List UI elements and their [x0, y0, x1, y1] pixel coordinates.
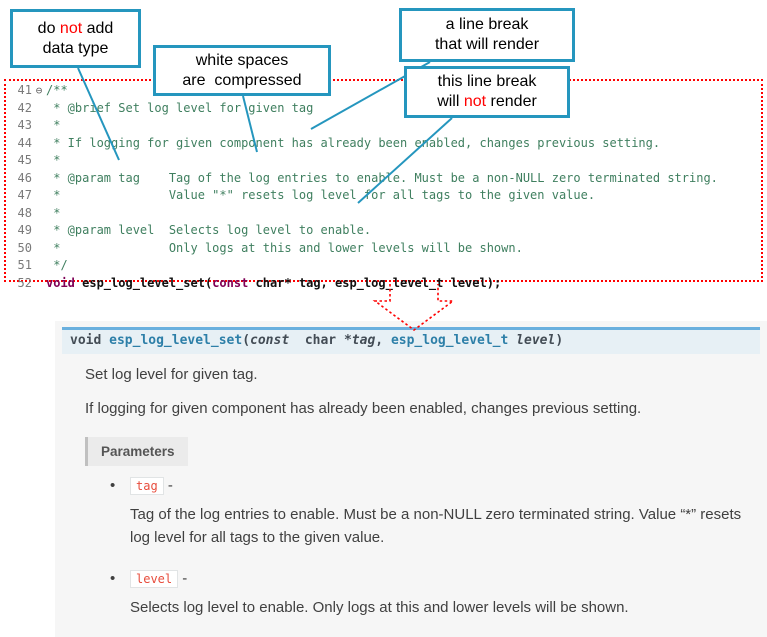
code-lines: 41⊖/**42 * @brief Set log level for give… [6, 82, 761, 292]
code-editor[interactable]: 41⊖/**42 * @brief Set log level for give… [4, 79, 763, 290]
param-list: • tag - Tag of the log entries to enable. … [108, 477, 763, 637]
bullet-icon: • [110, 477, 116, 494]
fold-spacer [32, 241, 46, 258]
fold-spacer [32, 101, 46, 118]
param-item: • level - Selects log level to enable. Onl… [108, 570, 763, 619]
fold-spacer [32, 118, 46, 135]
code-line: 45 * [6, 152, 761, 170]
line-number: 45 [17, 153, 32, 167]
fold-icon[interactable]: ⊖ [35, 84, 43, 97]
code-line: 48 * [6, 205, 761, 223]
function-signature: void esp_log_level_set(const char *tag, … [62, 327, 760, 354]
param-description: Tag of the log entries to enable. Must b… [130, 506, 742, 546]
rendered-docs: void esp_log_level_set(const char *tag, … [55, 321, 767, 637]
line-number: 42 [17, 100, 32, 115]
fold-spacer [32, 258, 46, 275]
code-line: 46 * @param tag Tag of the log entries t… [6, 170, 761, 188]
line-number: 47 [17, 188, 32, 202]
code-line: 49 * @param level Selects log level to e… [6, 222, 761, 240]
param-name-chip: tag [130, 477, 164, 495]
fold-spacer [32, 276, 46, 293]
line-number: 43 [17, 118, 32, 132]
line-number: 46 [17, 170, 32, 185]
fold-spacer [32, 188, 46, 205]
bullet-icon: • [110, 570, 116, 587]
code-line: 44 * If logging for given component has … [6, 135, 761, 153]
code-line: 43 * [6, 117, 761, 135]
line-number: 50 [17, 240, 32, 255]
code-line: 41⊖/** [6, 82, 761, 100]
code-line: 50 * Only logs at this and lower levels … [6, 240, 761, 258]
code-line: 52 void esp_log_level_set(const char* ta… [6, 275, 761, 293]
fold-spacer [32, 223, 46, 240]
detail-paragraph: If logging for given component has alrea… [85, 400, 642, 417]
fold-spacer [32, 153, 46, 170]
line-number: 44 [17, 135, 32, 150]
line-number: 49 [17, 223, 32, 237]
fold-spacer [32, 171, 46, 188]
line-number: 51 [17, 258, 32, 272]
fold-spacer [32, 206, 46, 223]
fold-spacer [32, 136, 46, 153]
code-line: 47 * Value "*" resets log level for all … [6, 187, 761, 205]
line-number: 41 [17, 83, 32, 97]
parameters-label: Parameters [85, 437, 188, 466]
param-separator: - [178, 570, 188, 587]
param-separator: - [163, 477, 173, 494]
code-line: 51 */ [6, 257, 761, 275]
code-line: 42 * @brief Set log level for given tag [6, 100, 761, 118]
param-item: • tag - Tag of the log entries to enable. … [108, 477, 763, 549]
line-number: 52 [17, 275, 32, 290]
line-number: 48 [17, 205, 32, 220]
brief-paragraph: Set log level for given tag. [85, 366, 258, 383]
param-description: Selects log level to enable. Only logs a… [130, 599, 629, 616]
param-name-chip: level [130, 570, 179, 588]
